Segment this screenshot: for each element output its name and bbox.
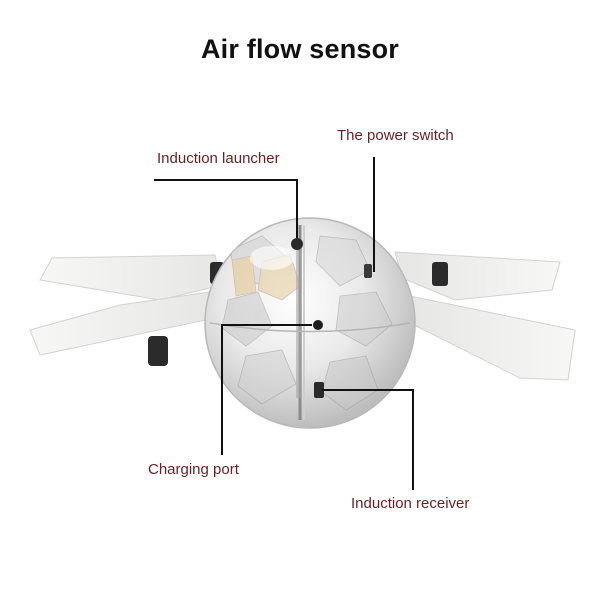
- callout-charging-port: Charging port: [148, 461, 239, 478]
- power-switch: [364, 264, 372, 278]
- induction-receiver-sensor: [314, 382, 324, 398]
- left-motor-housing: [148, 336, 168, 366]
- callout-induction-launcher: Induction launcher: [157, 150, 280, 167]
- right-motor-housing: [432, 262, 448, 286]
- leader-line-charging-port: [221, 324, 312, 455]
- induction-launcher-sensor: [291, 238, 303, 250]
- leader-lines: [154, 157, 414, 490]
- callout-power-switch: The power switch: [337, 127, 454, 144]
- diagram-title: Air flow sensor: [200, 34, 400, 64]
- callout-induction-receiver: Induction receiver: [351, 495, 470, 512]
- leader-line-induction-receiver: [322, 389, 414, 490]
- leader-line-induction-launcher: [154, 179, 298, 238]
- crystal-ball-body: [204, 217, 416, 429]
- right-propeller: [394, 251, 576, 381]
- left-propeller: [29, 254, 224, 366]
- charging-port: [313, 320, 323, 330]
